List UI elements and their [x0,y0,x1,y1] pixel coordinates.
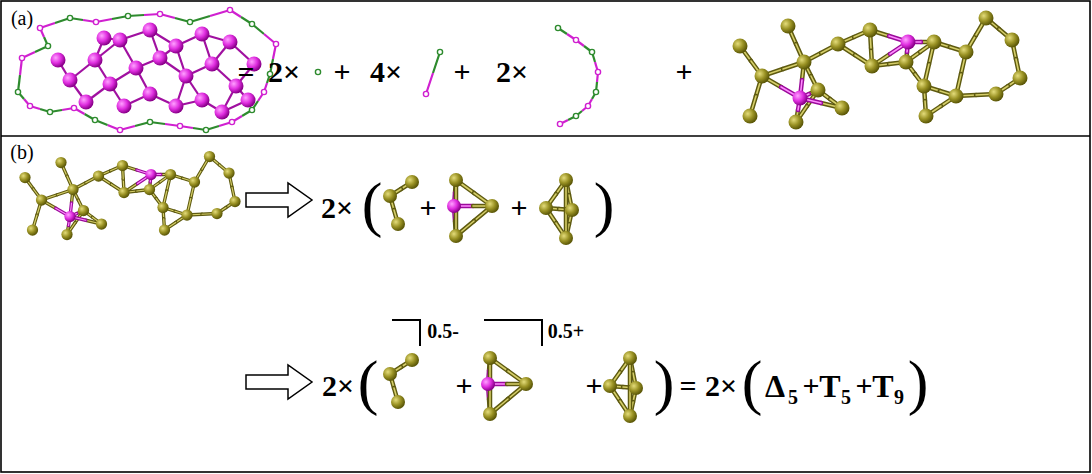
plus-sign: + [585,371,602,401]
cluster-model [539,173,579,245]
plus-sign: + [802,371,819,401]
plus-sign: + [419,193,436,223]
charge-bracket [392,320,420,346]
bracket: ) [908,351,929,413]
equals-sign: = [237,57,254,87]
charge-label: 0.5+ [548,321,584,341]
cluster-symbol: 9 [894,387,904,407]
multiplier: 2× [322,371,354,401]
bracket: ( [358,351,379,413]
block-arrow [246,365,312,399]
cluster-model [481,351,533,421]
magenta-core [51,23,262,120]
cluster-model [19,151,240,240]
cluster-symbol: 5 [841,387,851,407]
block-arrow [246,183,312,217]
cluster-model [447,173,499,243]
panel-label: (b) [10,142,33,162]
multiplier: 2× [496,57,528,87]
multiplier: 4× [370,57,402,87]
cluster-symbol: 5 [788,387,798,407]
cluster-model [733,11,1028,130]
equals-sign: = [679,371,696,401]
plus-sign: + [333,57,350,87]
panel-label: (a) [11,8,33,28]
cluster-model [383,175,419,231]
single-atom [315,69,320,74]
cluster-symbol: Δ [765,370,785,402]
plus-sign: + [855,371,872,401]
bracket: ( [362,173,383,235]
multiplier: 2× [705,371,737,401]
plus-sign: + [453,57,470,87]
bracket: ( [742,351,763,413]
chain-model [15,7,278,132]
cluster-symbol: T [872,370,893,402]
bracket: ) [654,351,675,413]
cluster-model [383,353,419,409]
plus-sign: + [675,57,692,87]
chain-model [423,49,442,96]
cluster-symbol: T [819,370,840,402]
chain-model [555,25,600,126]
charge-bracket [484,320,542,346]
plus-sign: + [510,193,527,223]
multiplier: 2× [321,193,353,223]
plus-sign: + [455,371,472,401]
multiplier: 2× [268,57,300,87]
bracket: ) [594,173,615,235]
separator [1,135,1090,137]
cluster-model [603,351,643,423]
charge-label: 0.5- [427,321,459,341]
